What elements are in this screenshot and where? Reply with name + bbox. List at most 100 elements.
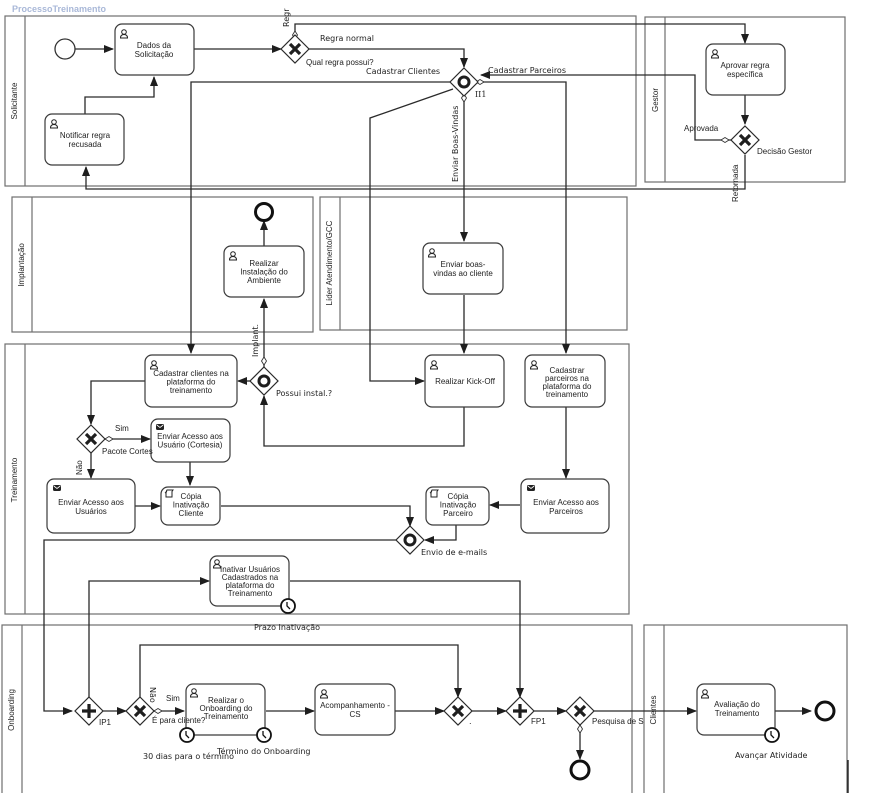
label-ip1: IP1 bbox=[99, 718, 112, 727]
flow-cadastrar-to-pacote[interactable] bbox=[87, 380, 145, 425]
start-event[interactable] bbox=[54, 38, 76, 60]
exclusive-x-icon bbox=[133, 704, 147, 718]
timer-boundary-icon bbox=[256, 727, 272, 743]
task-acompanhamento-cs[interactable]: Acompanhamento -CS bbox=[314, 683, 396, 736]
flow-notificar-to-dados[interactable] bbox=[84, 76, 158, 114]
label-pacote-cortesia: Pacote Cortes bbox=[102, 447, 153, 456]
task-realizar-kickoff[interactable]: Realizar Kick-Off bbox=[424, 354, 505, 408]
timer-boundary-icon bbox=[280, 598, 296, 614]
end-event-clientes[interactable] bbox=[814, 700, 836, 722]
gateway-fp1[interactable] bbox=[505, 696, 535, 726]
label-termino-onboarding: Término do Onboarding bbox=[216, 746, 310, 756]
label-qual-regra: Qual regra possui? bbox=[306, 58, 374, 67]
inclusive-circle-icon bbox=[457, 75, 471, 89]
end-event-implantacao[interactable] bbox=[254, 202, 274, 222]
lane-label-treinamento: Treinamento bbox=[10, 457, 19, 502]
gateway-pacote-cortesia[interactable] bbox=[76, 424, 106, 454]
flow-to-kickoff[interactable] bbox=[369, 88, 454, 385]
gateway-qual-regra[interactable] bbox=[280, 34, 310, 64]
inclusive-circle-icon bbox=[403, 533, 417, 547]
svg-text:Acompanhamento -CS: Acompanhamento -CS bbox=[320, 701, 390, 719]
label-possui-instal: Possui instal.? bbox=[276, 389, 332, 398]
flow-kickoff-to-possui[interactable] bbox=[260, 395, 465, 447]
flow-copia-parceiro-to-envio[interactable] bbox=[424, 525, 457, 544]
flow-inativar-to-fp1[interactable] bbox=[290, 580, 524, 698]
label-sim-cliente: Sim bbox=[166, 694, 180, 703]
task-enviar-boas-vindas[interactable]: Enviar boas-vindas ao cliente bbox=[422, 242, 504, 295]
flow-ip1-to-inativar[interactable] bbox=[88, 577, 210, 697]
label-retornada: Retornada bbox=[731, 164, 740, 202]
label-fp1: FP1 bbox=[531, 717, 546, 726]
gateway-e-para-cliente[interactable] bbox=[125, 696, 155, 726]
send-task-icon bbox=[52, 484, 62, 492]
gateway-ip1[interactable] bbox=[74, 696, 104, 726]
end-event-pesquisa[interactable] bbox=[569, 759, 591, 781]
label-nao-cortesia: Não bbox=[75, 460, 84, 475]
flow-envio-to-ip1[interactable] bbox=[43, 539, 396, 715]
label-cadastrar-clientes: Cadastrar Clientes bbox=[366, 67, 440, 76]
label-ii1: II1 bbox=[475, 90, 486, 99]
label-enviar-boas-vindas: Enviar Boas-Vindas bbox=[451, 106, 460, 182]
exclusive-x-icon bbox=[573, 704, 587, 718]
flow-cadastrar-parceiros[interactable] bbox=[478, 81, 570, 354]
flow-copia-cliente-to-envio[interactable] bbox=[221, 505, 414, 527]
gateway-pesquisa[interactable] bbox=[565, 696, 595, 726]
label-prazo-inativacao: Prazo Inativação bbox=[254, 623, 320, 632]
label-trinta-dias: 30 dias para o término bbox=[143, 751, 234, 761]
svg-text:Enviar boas-vindas ao cliente: Enviar boas-vindas ao cliente bbox=[433, 260, 493, 278]
flow-regra-normal[interactable] bbox=[309, 48, 468, 68]
flow-nao-cliente[interactable] bbox=[139, 644, 462, 698]
send-task-icon bbox=[155, 423, 165, 431]
lane-label-gestor: Gestor bbox=[651, 88, 660, 112]
process-title: ProcessoTreinamento bbox=[12, 4, 107, 14]
lane-label-lider: Líder Atendimento/GCC bbox=[325, 220, 334, 305]
flow-aprovada[interactable] bbox=[480, 71, 731, 141]
label-regra-normal: Regra normal bbox=[320, 34, 374, 43]
gateway-envio-emails[interactable] bbox=[395, 525, 425, 555]
lane-label-solicitante: Solicitante bbox=[10, 82, 19, 119]
flow-cadastrar-clientes[interactable] bbox=[187, 81, 450, 354]
label-nao-cliente: Não bbox=[148, 687, 157, 703]
lane-label-onboarding: Onboarding bbox=[7, 689, 16, 731]
label-cadastrar-parceiros: Cadastrar Parceiros bbox=[488, 66, 566, 75]
gateway-ii1[interactable] bbox=[449, 67, 479, 97]
lane-label-clientes: Clientes bbox=[649, 696, 658, 725]
gateway-merge-onboarding[interactable] bbox=[443, 696, 473, 726]
svg-text:Realizar Kick-Off: Realizar Kick-Off bbox=[435, 377, 496, 386]
gateway-possui-instal[interactable] bbox=[249, 366, 279, 396]
flow-regra-especifica[interactable] bbox=[294, 23, 749, 44]
sequence-flows bbox=[43, 23, 812, 760]
lane-label-implantacao: Implantação bbox=[17, 243, 26, 287]
label-e-para-cliente: É para cliente? bbox=[152, 716, 206, 725]
timer-boundary-icon bbox=[179, 727, 195, 743]
send-task-icon bbox=[526, 484, 536, 492]
label-gw-dot: . bbox=[469, 717, 472, 726]
gateway-decisao-gestor[interactable] bbox=[730, 125, 760, 155]
parallel-plus-icon bbox=[82, 704, 96, 718]
flow-recusada[interactable] bbox=[82, 155, 746, 190]
